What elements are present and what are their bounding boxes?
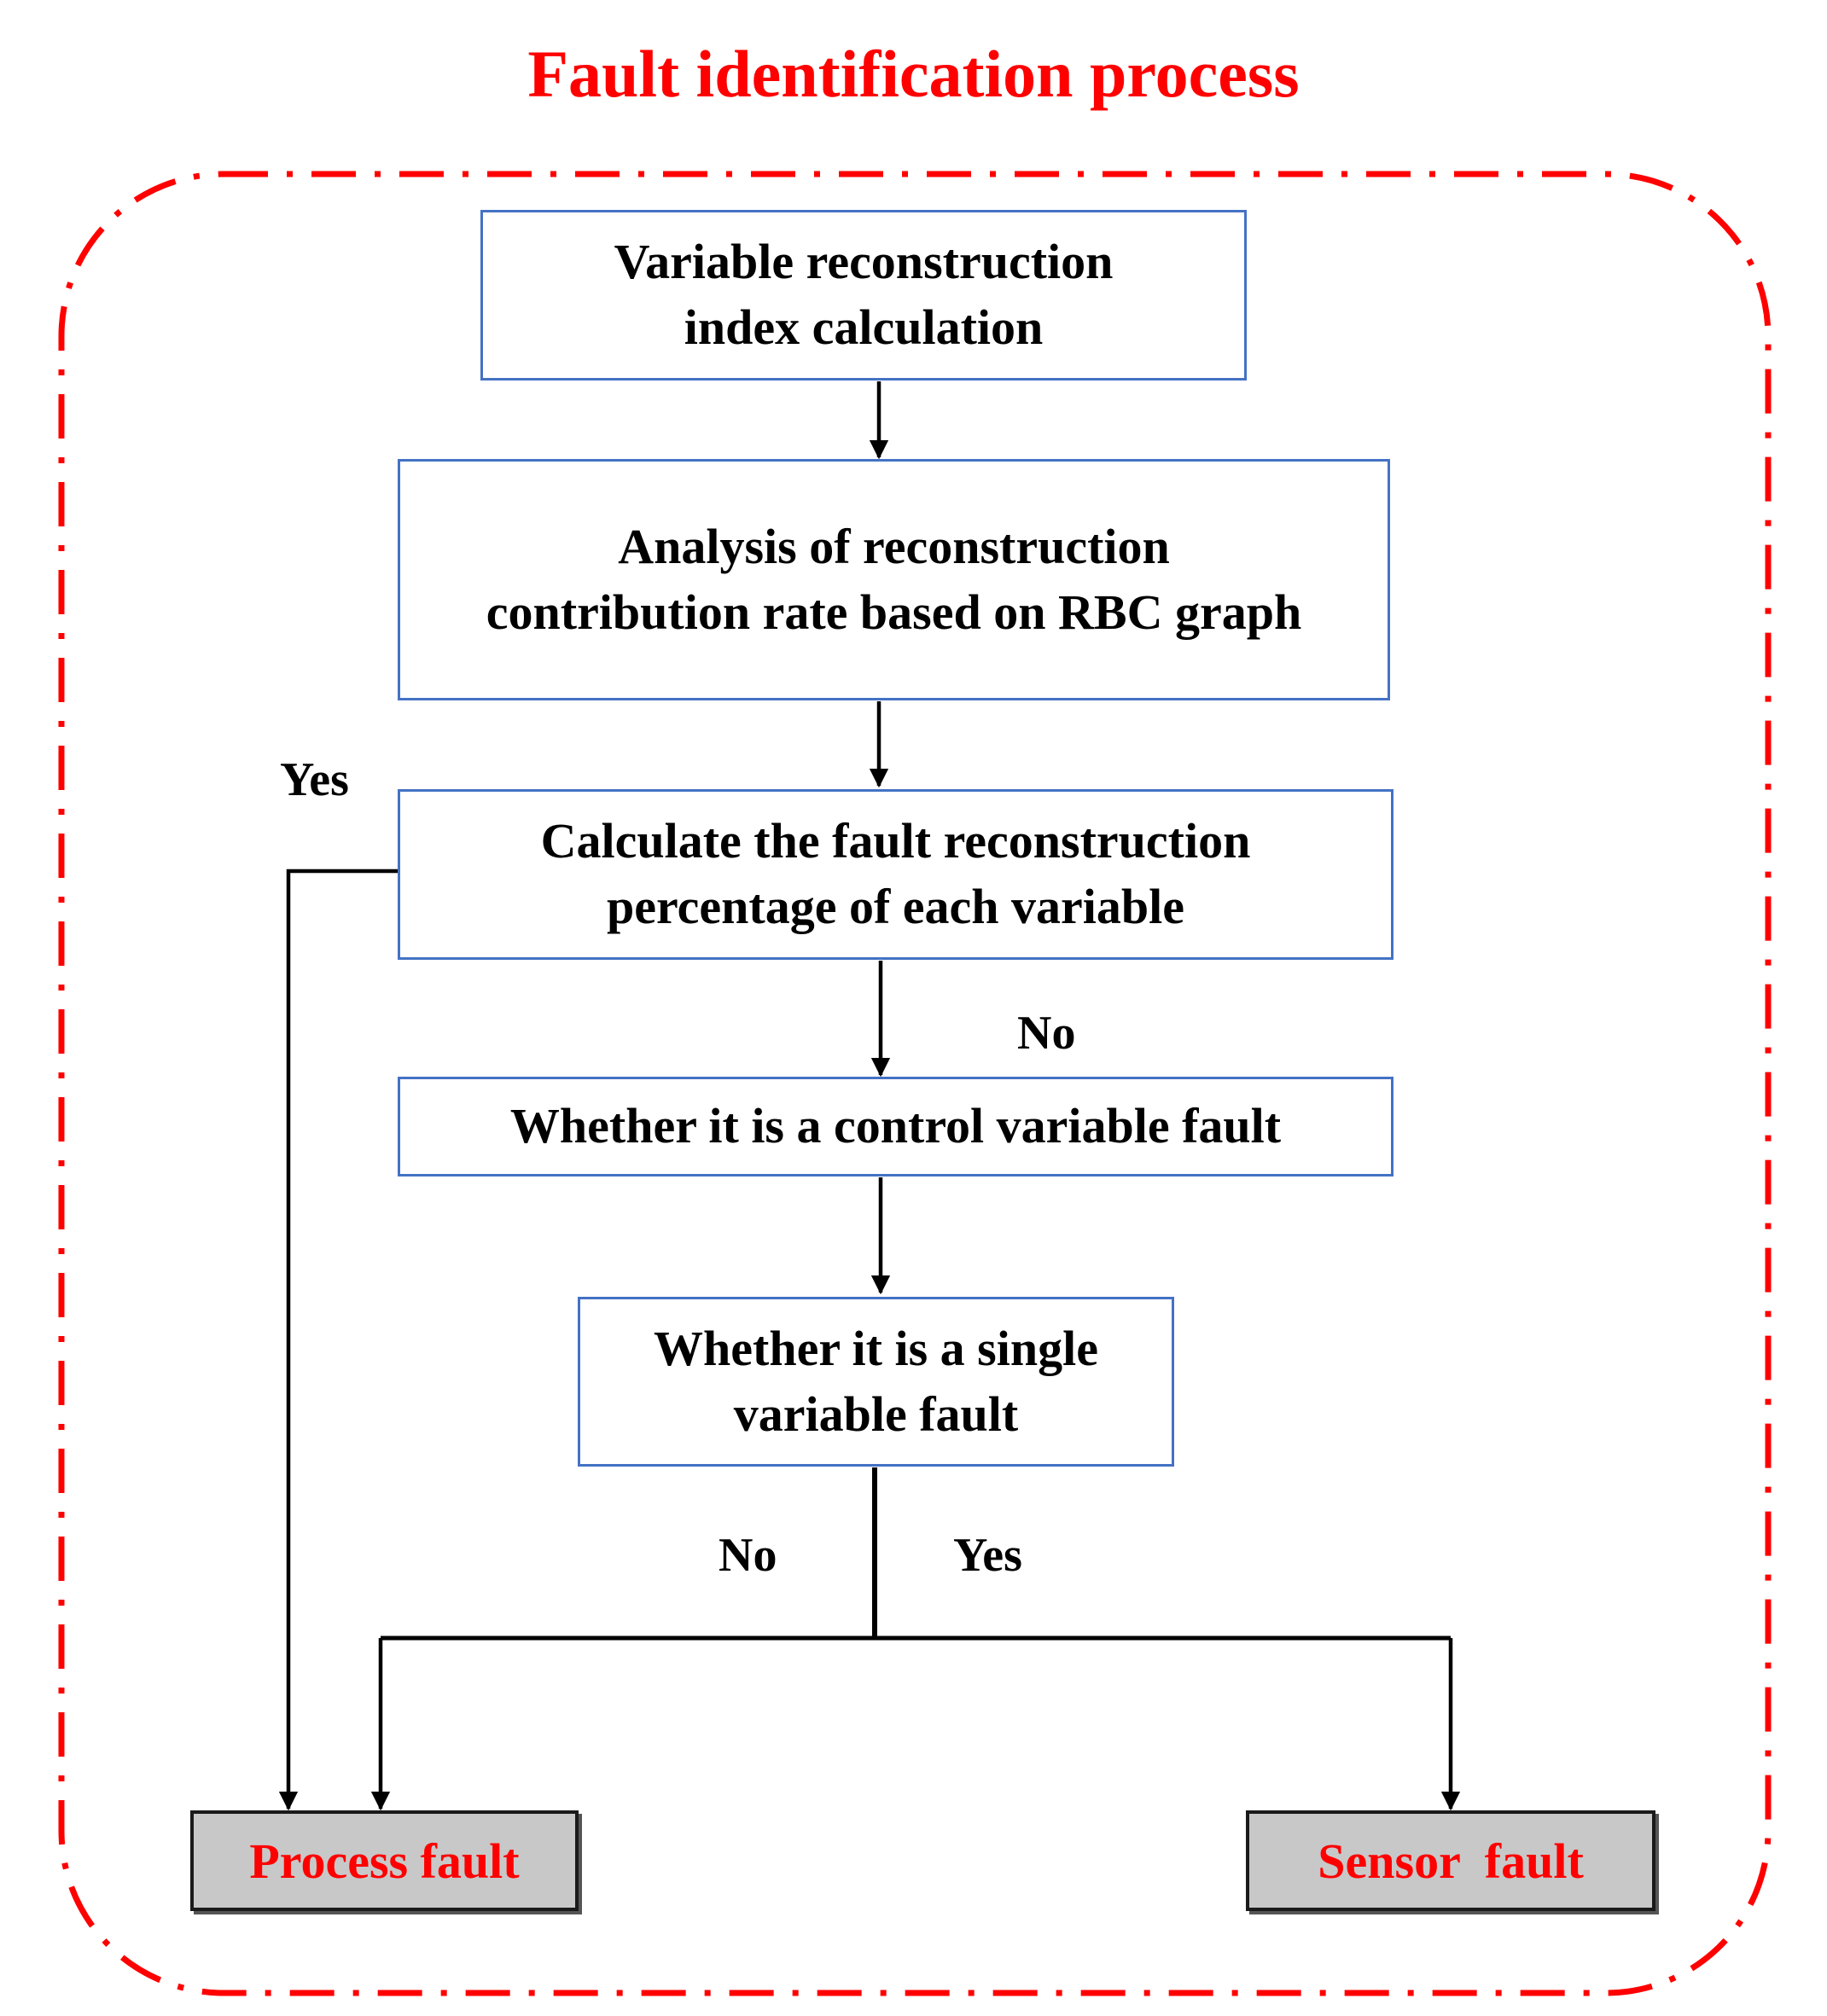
node-label: Calculate the fault reconstruction perce… (540, 813, 1251, 934)
node-label: Whether it is a single variable fault (654, 1320, 1098, 1442)
node-variable-reconstruction: Variable reconstruction index calculatio… (480, 210, 1247, 381)
outcome-process-fault: Process fault (190, 1810, 579, 1911)
edge-label-no-control: No (1017, 1007, 1076, 1060)
edge-label-yes-single: Yes (953, 1529, 1022, 1582)
edge-label-yes-left: Yes (280, 753, 349, 806)
arrow-yes-to-process-fault (278, 869, 398, 1811)
node-single-variable-check: Whether it is a single variable fault (578, 1297, 1174, 1467)
node-control-variable-check: Whether it is a control variable fault (398, 1077, 1394, 1176)
outcome-label: Process fault (249, 1833, 520, 1889)
node-fault-reconstruction-percentage: Calculate the fault reconstruction perce… (398, 789, 1394, 960)
outcome-sensor-fault: Sensor fault (1246, 1810, 1655, 1911)
dashdot-frame (58, 171, 1772, 1996)
node-label: Variable reconstruction index calculatio… (614, 234, 1114, 355)
outcome-label: Sensor fault (1318, 1833, 1584, 1889)
node-contribution-analysis: Analysis of reconstruction contribution … (398, 459, 1390, 700)
node-label: Analysis of reconstruction contribution … (486, 518, 1302, 640)
page-title: Fault identification process (527, 37, 1300, 111)
node-label: Whether it is a control variable fault (509, 1098, 1282, 1154)
edge-label-no-single: No (719, 1529, 777, 1582)
